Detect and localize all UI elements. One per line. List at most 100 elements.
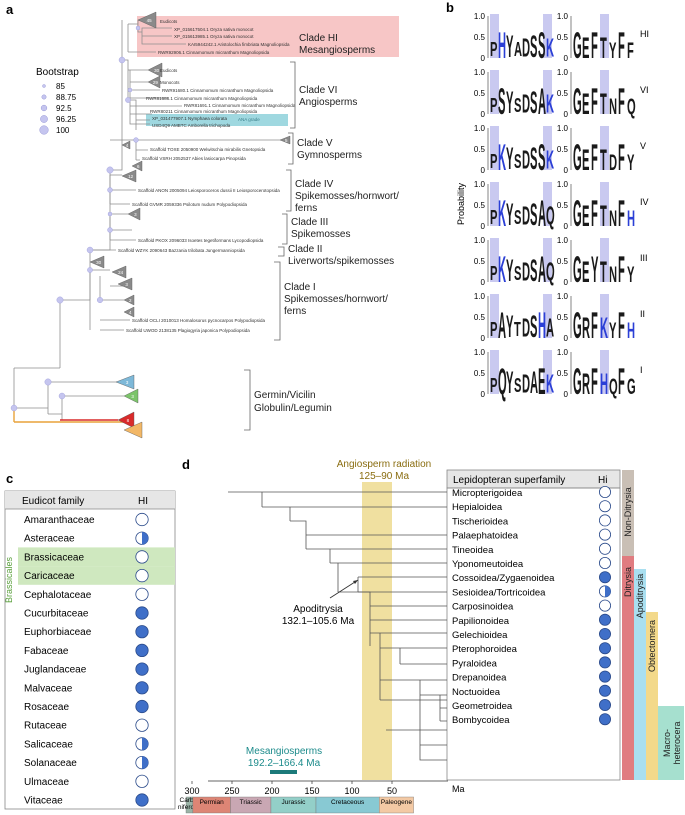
logo-letter: K <box>600 312 608 345</box>
logo-letter: H <box>627 206 635 231</box>
logo-letter: F <box>618 80 625 122</box>
germin-label: Germin/Vicilin <box>254 390 316 401</box>
panel-d-col2: Hi <box>598 475 607 486</box>
ana-grade-label: ANA grade <box>238 117 260 122</box>
logo-letter: D <box>522 202 530 231</box>
collapsed-clade-triangle <box>131 160 143 172</box>
motif-highlight <box>600 70 609 114</box>
logo-letter: G <box>573 192 582 234</box>
motif-highlight <box>543 182 552 226</box>
logo-letter: S <box>530 197 537 232</box>
logo-letter: Y <box>506 29 514 64</box>
family-name: Malvaceae <box>24 683 73 694</box>
bootstrap-dots <box>10 25 141 412</box>
collapsed-count: 30 <box>154 68 160 73</box>
logo-y-tick: 1.0 <box>474 348 486 357</box>
half-circle-fill <box>142 756 149 769</box>
logo-letter: F <box>591 360 598 402</box>
hi-status-icon <box>599 656 612 669</box>
collapsed-clade-triangle <box>117 277 133 291</box>
clade-v-name: Clade V <box>297 138 333 149</box>
taxon-label: RWR81691.1 Cinnamomum micranthum Magnoli… <box>184 103 296 108</box>
clade-hi-sub: Mesangiosperms <box>299 45 375 56</box>
logo-letter: Y <box>609 38 617 63</box>
axis-tick-label: 50 <box>387 786 397 796</box>
collapsed-clade-triangle <box>89 255 105 269</box>
hi-status-icon <box>135 550 149 564</box>
logo-letter: E <box>582 200 589 233</box>
open-circle-icon <box>599 485 612 498</box>
logo-clade-label: II <box>640 309 645 319</box>
lepidoptera-tree <box>228 491 447 761</box>
panel-b-letter: b <box>446 0 454 15</box>
collapsed-clade-triangle <box>117 411 135 429</box>
logo-y-tick: 1.0 <box>474 292 486 301</box>
hi-status-icon <box>135 512 149 527</box>
logo-y-tick: 0.5 <box>557 89 569 98</box>
clade-iv-sub1: Spikemosses/hornwort/ <box>295 191 399 202</box>
logo-letter: E <box>538 360 545 402</box>
hi-status-icon <box>135 531 149 545</box>
mesangiosperm-label: Mesangiosperms <box>246 746 322 757</box>
axis-tick-label: 200 <box>264 786 279 796</box>
clade-vi-sub: Angiosperms <box>299 97 357 108</box>
panel-c-header <box>5 491 175 509</box>
logo-letter: Y <box>627 150 635 175</box>
open-circle-icon <box>135 587 149 601</box>
logo-letter: F <box>591 24 598 66</box>
logo-letter: P <box>490 39 497 61</box>
panel-c-col1: Eudicot family <box>22 496 84 507</box>
taxon-label: Scaffold UWOD 2138135 Plagiogyria japoni… <box>126 328 250 333</box>
collapsed-count: 4 <box>129 310 132 315</box>
logo-letter: S <box>514 263 521 285</box>
taxon-label: XP_031477907.1 Nymphaea colorata <box>152 116 228 121</box>
radiation-title: Angiosperm radiation <box>337 459 432 470</box>
panel-b-ylabel: Probability <box>456 182 466 225</box>
logo-y-tick: 1.0 <box>557 236 569 245</box>
group-bar-macroheterocera <box>658 706 684 780</box>
logo-letter: G <box>573 80 582 122</box>
taxon-label: Scaffold VSRH 2052537 Abies lasiocarpa P… <box>142 156 246 161</box>
logo-letter: Q <box>546 202 555 231</box>
logo-y-tick: 1.0 <box>557 12 569 21</box>
taxon-label: USD4Q9 AMBTC Amborella trichopoda <box>152 123 231 128</box>
motif-highlight <box>600 238 609 282</box>
logo-y-tick: 0 <box>564 278 569 287</box>
bootstrap-dot <box>58 392 66 400</box>
filled-circle-icon <box>599 613 612 626</box>
superfamily-name: Tischerioidea <box>452 516 509 527</box>
bootstrap-dot <box>133 137 139 143</box>
legend-dot <box>41 94 47 100</box>
collapsed-clade-triangle <box>147 75 161 89</box>
mesangiosperm-range: 192.2–166.4 Ma <box>248 758 321 769</box>
logo-letter: E <box>582 256 589 289</box>
logo-letter: H <box>538 304 546 346</box>
family-name: Rosaceae <box>24 702 69 713</box>
open-circle-icon <box>599 500 612 513</box>
logo-y-tick: 0 <box>481 222 486 231</box>
logo-letter: Y <box>609 318 617 343</box>
legend-dot <box>42 84 46 88</box>
superfamily-name: Sesioidea/Tortricoidea <box>452 587 546 598</box>
apoditrysia-arrow <box>329 579 359 599</box>
clade-i-sub1: Spikemosses/hornwort/ <box>284 294 388 305</box>
hi-status-icon <box>135 606 149 620</box>
logo-letter: T <box>600 88 607 121</box>
hi-status-icon <box>135 568 149 583</box>
logo-clade-label: HI <box>640 29 649 39</box>
logo-letter: Q <box>546 258 555 287</box>
angiosperm-radiation-band <box>362 482 392 780</box>
logo-letter: Y <box>506 85 514 120</box>
collapsed-clade-triangle <box>121 140 131 150</box>
logo-y-tick: 1.0 <box>557 180 569 189</box>
clade-iii-name: Clade III <box>291 217 328 228</box>
logo-letter: A <box>546 314 554 343</box>
logo-letter: Q <box>627 94 636 119</box>
brassicales-label: Brassicales <box>4 556 14 603</box>
hi-status-icon <box>135 587 149 601</box>
taxon-label: Scaffold ANON 2005094 Leiosporoceros dus… <box>138 188 280 193</box>
logo-letter: G <box>573 360 582 402</box>
legend-dot <box>40 115 48 123</box>
